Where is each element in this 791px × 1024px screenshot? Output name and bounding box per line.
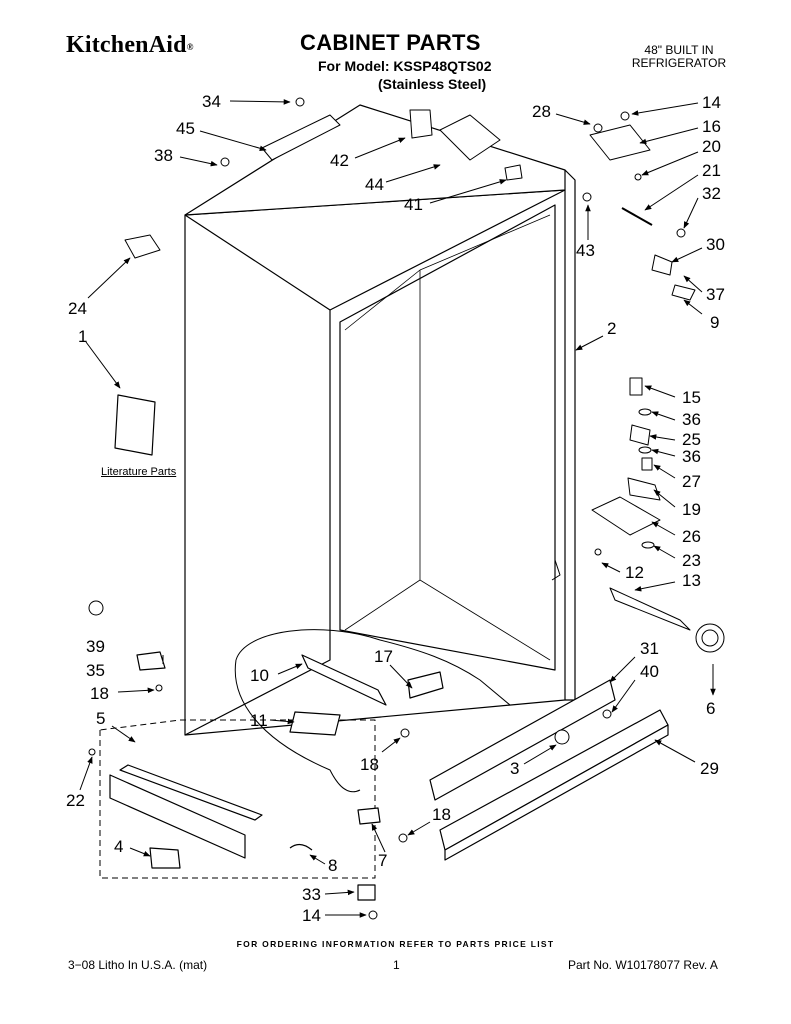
cabinet-shell — [184, 104, 576, 736]
callout-5: 5 — [96, 709, 106, 728]
callout-45: 45 — [176, 119, 195, 138]
callout-leaders — [79, 99, 716, 918]
hinge-assembly — [591, 377, 725, 653]
callout-44: 44 — [365, 175, 384, 194]
callout-30: 30 — [706, 235, 725, 254]
callout-24: 24 — [68, 299, 87, 318]
callout-36-lower: 36 — [682, 447, 701, 466]
callout-31: 31 — [640, 639, 659, 658]
callout-7: 7 — [378, 851, 388, 870]
callout-8: 8 — [328, 856, 338, 875]
fasteners — [88, 97, 686, 920]
callout-42: 42 — [330, 151, 349, 170]
literature-parts-label: Literature Parts — [101, 466, 177, 478]
callout-43: 43 — [576, 241, 595, 260]
callout-29: 29 — [700, 759, 719, 778]
callout-19: 19 — [682, 500, 701, 519]
callout-14-bottom: 14 — [302, 906, 321, 925]
callout-2: 2 — [607, 319, 617, 338]
callout-16: 16 — [702, 117, 721, 136]
callout-14-top: 14 — [702, 93, 721, 112]
literature-booklet-shape — [114, 394, 156, 456]
callout-35: 35 — [86, 661, 105, 680]
model-number: For Model: KSSP48QTS02 — [318, 58, 492, 74]
callout-9: 9 — [710, 313, 720, 332]
callout-23: 23 — [682, 551, 701, 570]
base-assembly — [99, 559, 669, 901]
callout-11: 11 — [250, 711, 268, 730]
callout-36-upper: 36 — [682, 410, 701, 429]
callout-1: 1 — [78, 327, 88, 346]
model-variant: (Stainless Steel) — [378, 76, 487, 92]
callout-20: 20 — [702, 137, 721, 156]
page-title: CABINET PARTS — [300, 30, 481, 55]
callout-34: 34 — [202, 92, 221, 111]
callout-18-left: 18 — [90, 684, 109, 703]
page-number: 1 — [393, 958, 400, 972]
callout-21: 21 — [702, 161, 721, 180]
product-type: 48" BUILT IN REFRIGERATOR — [624, 44, 734, 70]
callout-33: 33 — [302, 885, 321, 904]
top-brackets — [124, 109, 696, 301]
callout-40: 40 — [640, 662, 659, 681]
callout-4: 4 — [114, 837, 124, 856]
callout-38: 38 — [154, 146, 173, 165]
callout-22: 22 — [66, 791, 85, 810]
callout-32: 32 — [702, 184, 721, 203]
ordering-info: FOR ORDERING INFORMATION REFER TO PARTS … — [236, 939, 555, 949]
callout-26: 26 — [682, 527, 701, 546]
callout-27: 27 — [682, 472, 701, 491]
product-type-line-1: 48" BUILT IN — [644, 43, 714, 57]
brand-name: KitchenAid — [66, 32, 187, 58]
callout-18-right: 18 — [432, 805, 451, 824]
brand-logo: KitchenAid® — [66, 32, 194, 59]
callout-28: 28 — [532, 102, 551, 121]
callout-12: 12 — [625, 563, 644, 582]
callout-15: 15 — [682, 388, 701, 407]
callout-10: 10 — [250, 666, 269, 685]
callout-25: 25 — [682, 430, 701, 449]
part-number: Part No. W10178077 Rev. A — [568, 958, 718, 972]
callout-41: 41 — [404, 195, 423, 214]
callout-37: 37 — [706, 285, 725, 304]
callout-13: 13 — [682, 571, 701, 590]
callout-17: 17 — [374, 647, 393, 666]
callout-3: 3 — [510, 759, 520, 778]
product-type-line-2: REFRIGERATOR — [631, 56, 727, 70]
callout-39: 39 — [86, 637, 105, 656]
registered-mark: ® — [186, 42, 194, 52]
callout-18-middle: 18 — [360, 755, 379, 774]
litho-info: 3−08 Litho In U.S.A. (mat) — [68, 958, 208, 972]
callout-6: 6 — [706, 699, 716, 718]
